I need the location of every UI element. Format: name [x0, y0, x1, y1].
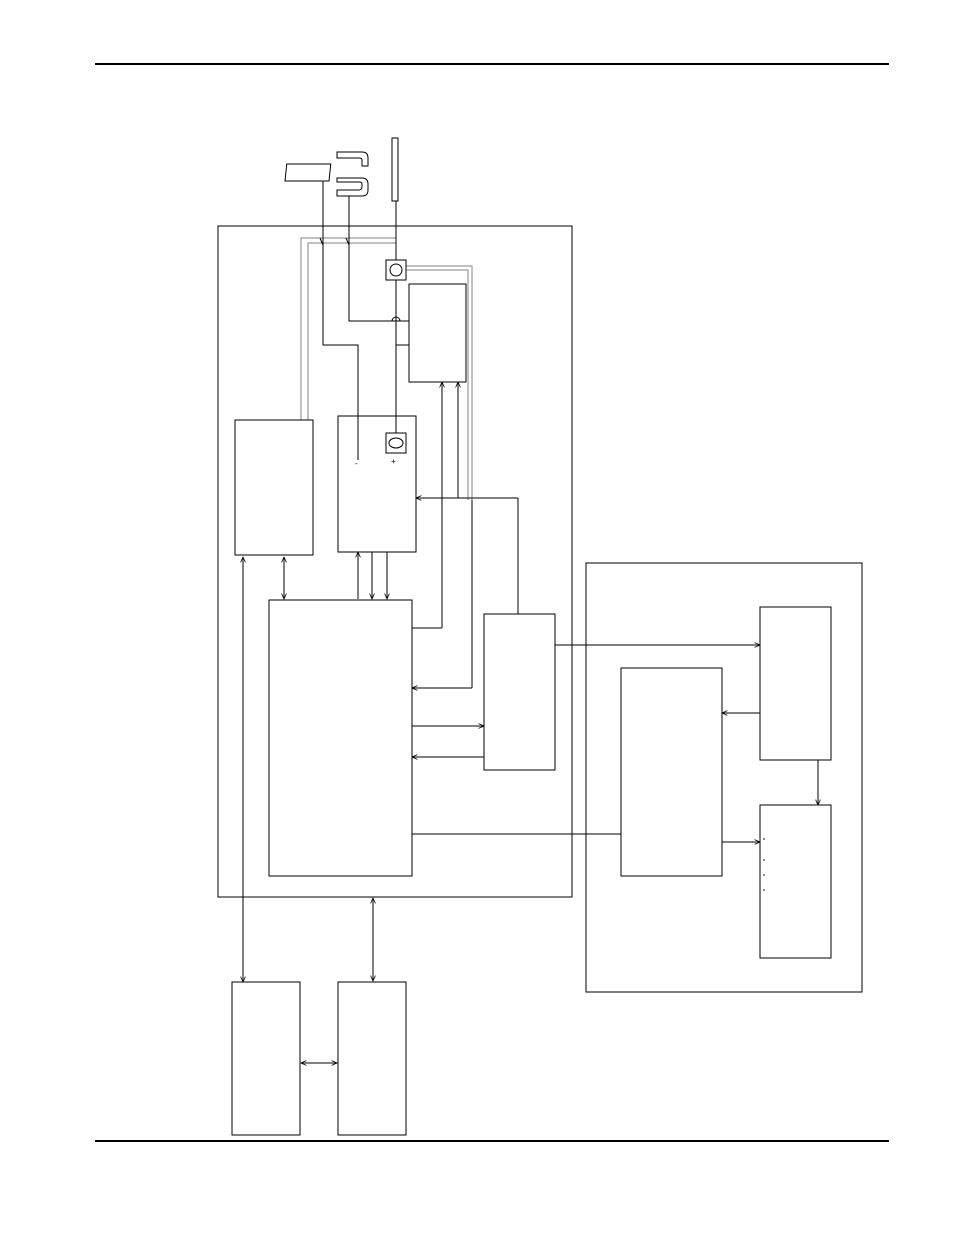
internal-arrows — [284, 552, 484, 757]
coil-component-icon — [385, 259, 407, 281]
header-rule — [95, 63, 889, 65]
cable-connector-icon — [284, 163, 332, 182]
pin-plus-label: + — [391, 457, 396, 466]
feedback-lines — [412, 382, 519, 688]
pin-minus-label: - — [355, 459, 358, 468]
external-block-right — [337, 981, 407, 1136]
left-upper-block — [234, 419, 314, 556]
connector-socket-icon — [385, 432, 407, 454]
remote-display-block — [759, 804, 832, 959]
antenna-rod-icon — [391, 137, 399, 202]
signal-wiring — [319, 181, 409, 460]
interface-block — [483, 613, 556, 771]
central-controller-block — [268, 599, 413, 877]
remote-processor-block — [620, 667, 723, 877]
external-block-left — [231, 981, 301, 1136]
display-segment-dots — [763, 838, 765, 891]
remote-upper-block — [759, 606, 832, 761]
footer-rule — [95, 1140, 889, 1142]
fork-clamp-icon — [336, 151, 369, 197]
gray-cable-runs — [300, 237, 473, 500]
external-links — [243, 557, 373, 1063]
inter-enclosure-links — [412, 645, 818, 842]
top-right-block — [408, 283, 467, 383]
